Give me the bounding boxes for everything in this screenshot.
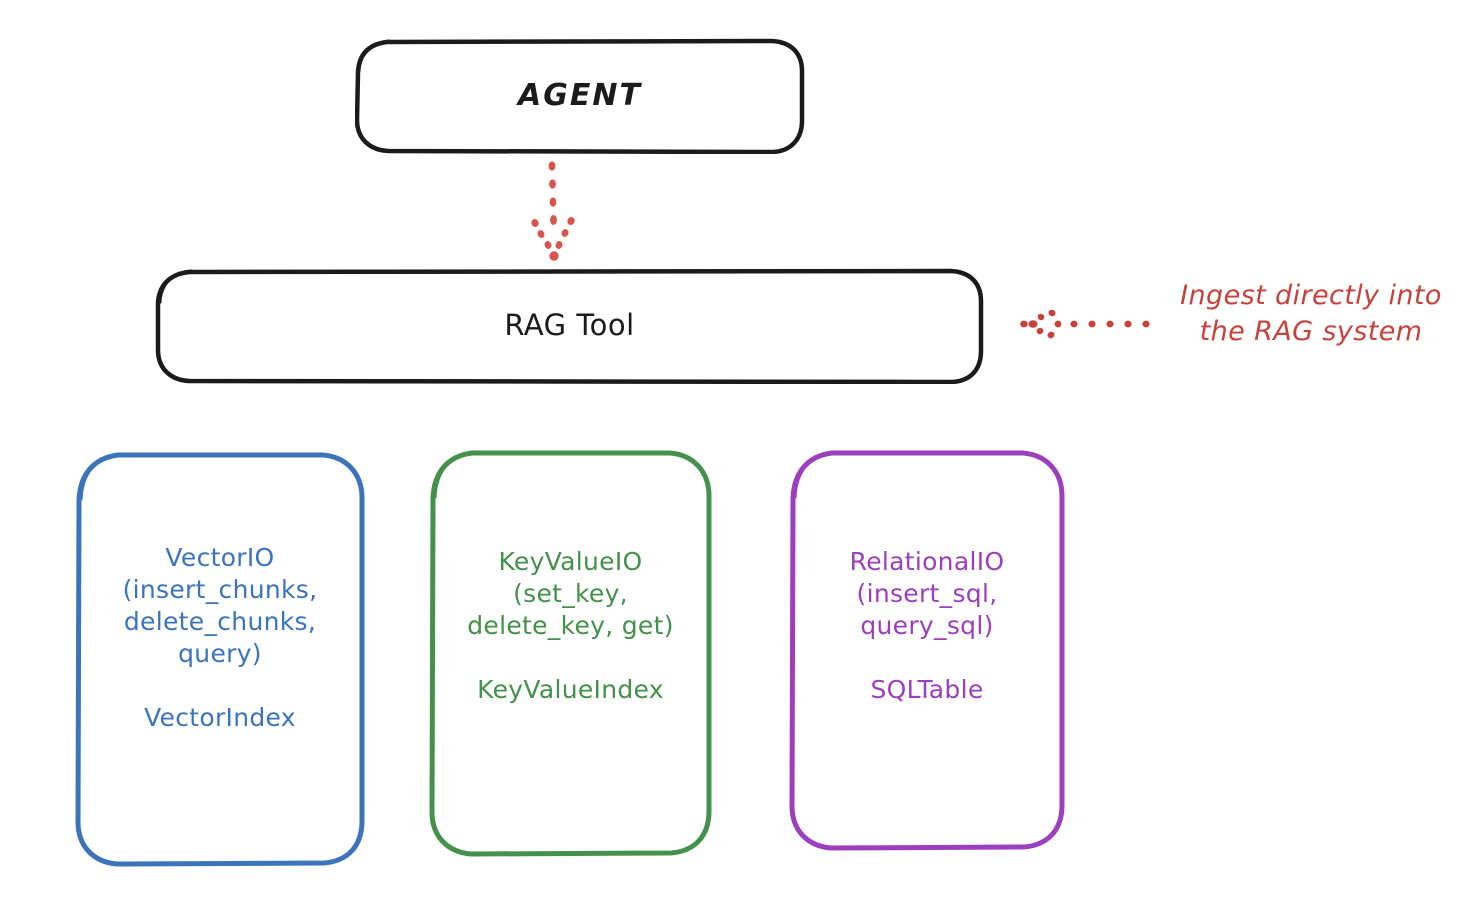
node-key-value-io[interactable]: KeyValueIO (set_key, delete_key, get) Ke… <box>428 448 713 858</box>
node-agent[interactable]: AGENT <box>355 38 805 154</box>
node-vector-io-label: VectorIO (insert_chunks, delete_chunks, … <box>122 543 318 732</box>
ingest-to-rag-tool-arrow <box>1020 309 1150 339</box>
node-rag-tool[interactable]: RAG Tool <box>155 268 984 384</box>
node-vector-io[interactable]: VectorIO (insert_chunks, delete_chunks, … <box>74 450 366 868</box>
node-key-value-io-label: KeyValueIO (set_key, delete_key, get) Ke… <box>467 547 674 704</box>
node-rag-tool-label: RAG Tool <box>504 308 635 343</box>
node-relational-io-label: RelationalIO (insert_sql, query_sql) SQL… <box>849 547 1005 704</box>
node-relational-io[interactable]: RelationalIO (insert_sql, query_sql) SQL… <box>788 448 1066 852</box>
annotation-ingest-note: Ingest directly into the RAG system <box>1180 280 1442 348</box>
agent-to-rag-tool-arrow <box>531 161 575 261</box>
node-agent-label: AGENT <box>518 77 642 113</box>
